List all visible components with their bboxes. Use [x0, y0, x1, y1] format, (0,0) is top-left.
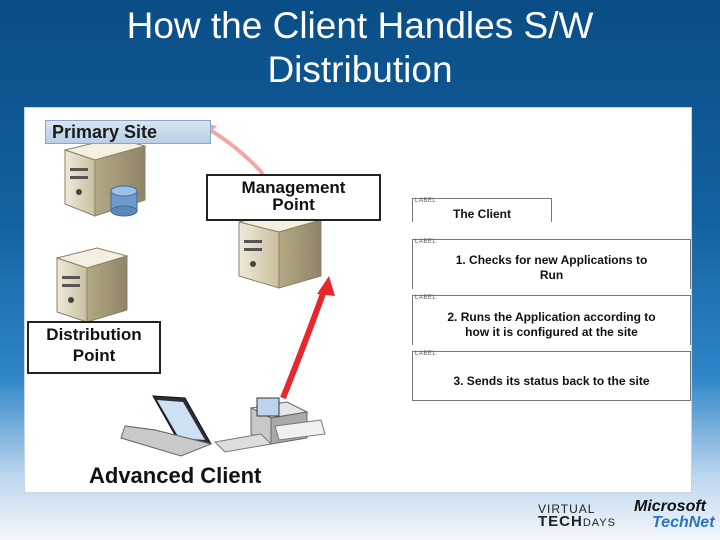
- title-line-2: Distribution: [267, 49, 453, 90]
- step-3: LABEL 3. Sends its status back to the si…: [412, 351, 691, 401]
- step-tag: LABEL: [415, 351, 437, 357]
- step-2: LABEL 2. Runs the Application according …: [412, 295, 691, 345]
- step-client: LABEL The Client: [412, 198, 552, 222]
- primary-site-label: Primary Site: [45, 120, 211, 144]
- virtual-techdays-logo-virtual: VIRTUAL: [538, 502, 596, 516]
- database-icon: [110, 185, 138, 217]
- distribution-point-line-2: Point: [72, 346, 116, 365]
- technet-logo: TechNet: [652, 514, 715, 531]
- management-point-server-icon: [238, 211, 322, 289]
- virtual-techdays-logo-tech: TECHDAYS: [538, 513, 616, 530]
- step-1: LABEL 1. Checks for new Applications to …: [412, 239, 691, 289]
- step-tag: LABEL: [415, 239, 437, 245]
- logo-tech-text: TECH: [538, 513, 583, 530]
- management-point-line-2: Point: [272, 195, 315, 214]
- step-client-text: The Client: [452, 207, 511, 221]
- step-1-line-1: 1. Checks for new Applications to: [455, 253, 648, 267]
- distribution-point-label: Distribution Point: [27, 321, 161, 374]
- logo-days-text: DAYS: [582, 517, 616, 529]
- management-point-label: Management Point: [206, 174, 381, 221]
- step-tag: LABEL: [415, 198, 437, 204]
- advanced-client-label: Advanced Client: [89, 463, 262, 488]
- step-3-text: 3. Sends its status back to the site: [453, 374, 650, 388]
- distribution-point-line-1: Distribution: [46, 325, 142, 344]
- step-2-line-2: how it is configured at the site: [465, 325, 638, 339]
- diagram-panel: Primary Site Management Point Distributi…: [24, 107, 692, 493]
- management-point-line-1: Management: [241, 178, 346, 197]
- step-tag: LABEL: [415, 295, 437, 301]
- slide-title: How the Client Handles S/W Distribution: [0, 4, 720, 92]
- microsoft-logo: Microsoft: [634, 498, 706, 515]
- laptop-icon: [120, 395, 213, 457]
- desktop-computer-icon: [213, 397, 326, 453]
- step-2-line-1: 2. Runs the Application according to: [447, 310, 656, 324]
- title-line-1: How the Client Handles S/W: [126, 5, 594, 46]
- step-1-line-2: Run: [539, 268, 564, 282]
- distribution-point-server-icon: [55, 247, 129, 323]
- arrow-to-management-point: [280, 276, 335, 400]
